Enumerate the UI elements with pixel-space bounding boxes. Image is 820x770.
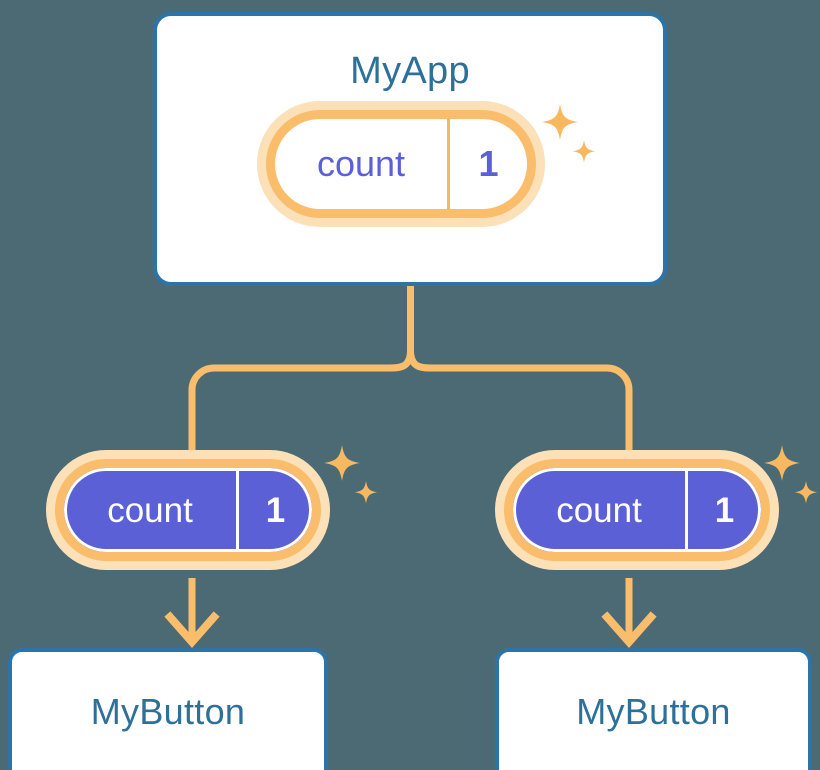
- state-key-label: count: [556, 490, 642, 530]
- state-pill[interactable]: count 1: [504, 459, 770, 561]
- state-pill-divider: [236, 468, 239, 552]
- connector-junction-right: [407, 349, 633, 391]
- connector-junction-left: [188, 349, 414, 391]
- state-pill-branch-right[interactable]: count 1: [504, 459, 770, 561]
- state-pill-divider: [447, 119, 450, 209]
- state-value-label: 1: [478, 143, 499, 184]
- state-pill-branch-left[interactable]: count 1: [55, 459, 321, 561]
- state-updated-sparkle-left: [320, 445, 384, 515]
- state-key-label: count: [316, 143, 406, 184]
- component-name-label: MyButton: [576, 691, 731, 732]
- sparkle-star-small: [794, 481, 818, 504]
- arrow-to-mybutton-right: [601, 578, 657, 649]
- state-pill[interactable]: count 1: [55, 459, 321, 561]
- sparkle-star-small: [354, 481, 378, 504]
- state-value-label: 1: [714, 490, 735, 530]
- state-pill[interactable]: count 1: [266, 110, 536, 218]
- arrow-to-mybutton-left: [164, 578, 220, 649]
- component-card-mybutton-left[interactable]: MyButton: [8, 648, 328, 770]
- state-pill-root[interactable]: count 1: [266, 110, 536, 218]
- state-pill-divider: [685, 468, 688, 552]
- sparkle-star-large: [324, 445, 360, 481]
- state-value-label: 1: [265, 490, 286, 530]
- component-card-mybutton-right[interactable]: MyButton: [495, 648, 812, 770]
- component-name-label: MyApp: [350, 50, 470, 92]
- state-key-label: count: [107, 490, 193, 530]
- component-name-label: MyButton: [90, 691, 246, 732]
